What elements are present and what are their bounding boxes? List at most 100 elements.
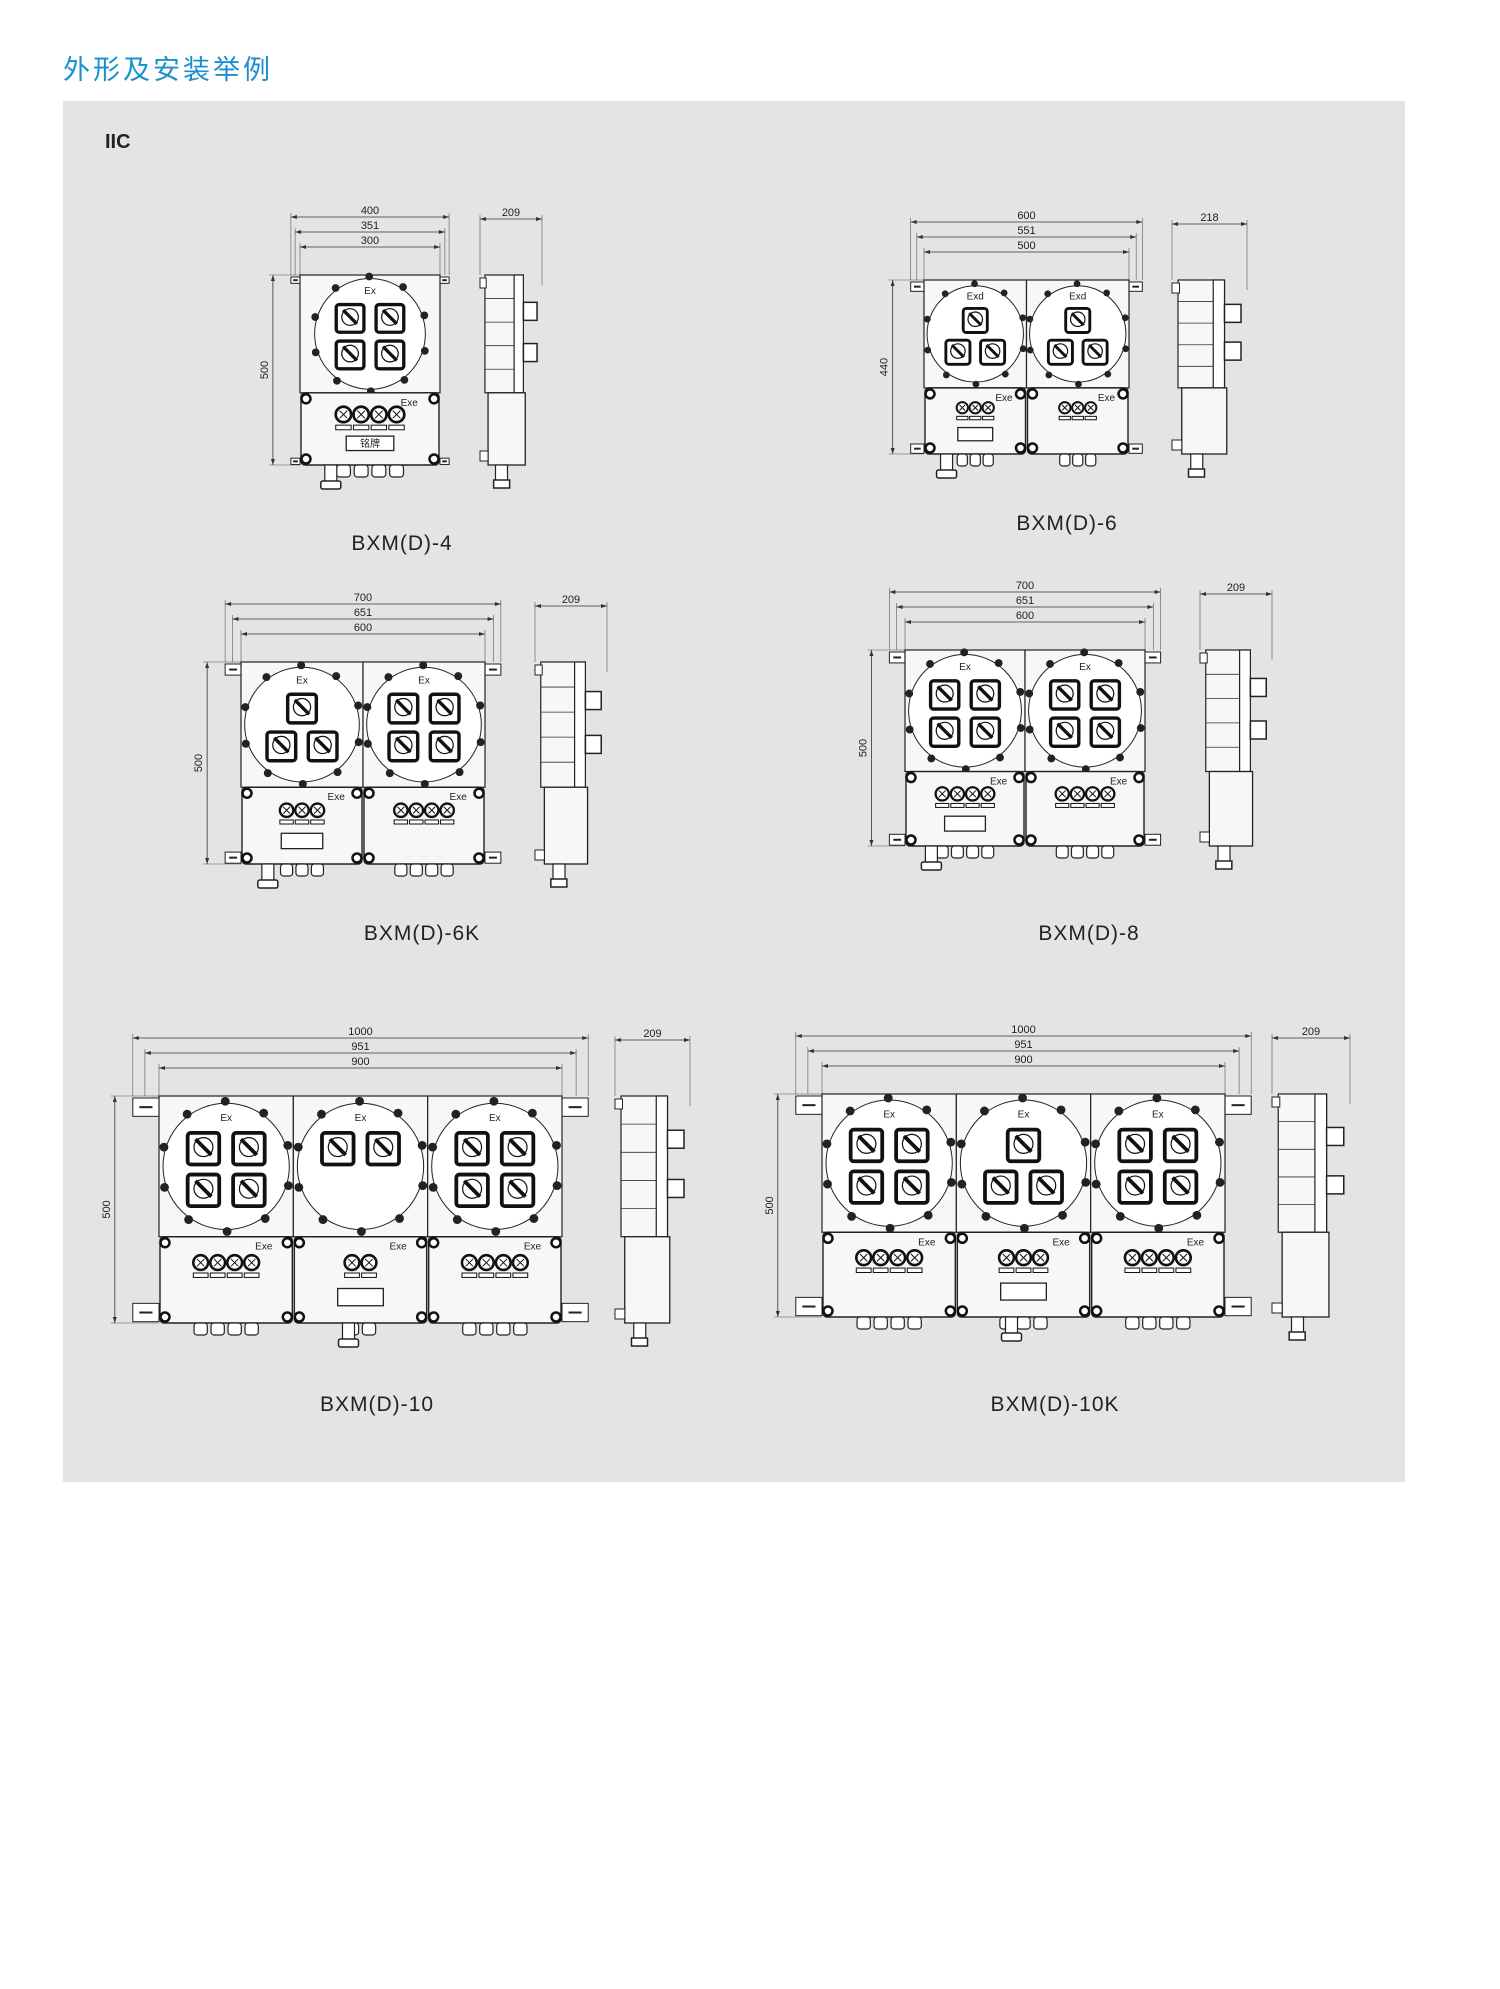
cover-bolt-icon — [455, 768, 464, 777]
cover-bolt-icon — [1114, 659, 1123, 667]
cable-entry-plug — [337, 1338, 360, 1348]
increased-safety-mark: Exe — [255, 1242, 273, 1253]
cover-bolt-icon — [1073, 280, 1081, 288]
terminal-marker — [980, 802, 995, 808]
switch-handle — [1125, 1134, 1145, 1154]
side-view-lower — [1181, 387, 1228, 455]
side-cable-plug — [550, 878, 568, 888]
terminal-cross — [392, 410, 401, 419]
cable-gland — [873, 1316, 888, 1330]
terminal-cross — [347, 1258, 357, 1267]
corner-bolt-icon — [944, 1232, 957, 1245]
terminal-cross — [1073, 790, 1082, 798]
cable-gland — [513, 1322, 528, 1336]
switch-handle — [1171, 1134, 1190, 1154]
cable-gland — [353, 464, 369, 478]
corner-bolt-icon — [1078, 1305, 1091, 1317]
explosion-proof-mark: Ex — [883, 1110, 895, 1121]
corner-bolt-icon — [428, 393, 440, 405]
terminal-marker — [872, 1267, 889, 1274]
switch-handle — [272, 736, 290, 754]
explosion-proof-mark: Ex — [489, 1113, 501, 1124]
cover-bolt-icon — [942, 371, 950, 379]
cover-bolt-icon — [981, 1211, 991, 1221]
side-cable-plug — [1187, 468, 1206, 478]
switch-handle — [1014, 1134, 1033, 1154]
terminal-cross — [374, 410, 384, 419]
corner-bolt-icon — [550, 1236, 562, 1249]
cover-bolt-icon — [1016, 687, 1025, 696]
cable-gland — [890, 1316, 905, 1330]
corner-bolt-icon — [300, 393, 312, 405]
switch-handle — [194, 1179, 213, 1199]
corner-bolt-icon — [1213, 1232, 1225, 1245]
cover-bolt-icon — [1018, 1093, 1027, 1103]
cover-bolt-icon — [1075, 380, 1082, 388]
increased-safety-mark: Exe — [1187, 1237, 1205, 1248]
cover-bolt-icon — [996, 753, 1004, 762]
increased-safety-module — [293, 1236, 428, 1324]
cover-bolt-icon — [1001, 370, 1009, 378]
cover-bolt-icon — [420, 346, 429, 355]
cover-bolt-icon — [885, 1223, 895, 1233]
cable-gland — [1016, 1316, 1031, 1330]
cover-bolt-icon — [1154, 1223, 1164, 1233]
width-dimension-value: 400 — [361, 205, 379, 217]
corner-bolt-icon — [293, 1311, 306, 1323]
switch-handle — [1125, 1176, 1145, 1195]
cover-bolt-icon — [222, 1227, 232, 1236]
terminal-marker — [982, 415, 995, 421]
terminal-marker — [1124, 1267, 1141, 1274]
switch-handle — [1171, 1176, 1190, 1195]
cover-bolt-icon — [1091, 1179, 1101, 1189]
terminal-cross — [247, 1258, 256, 1267]
cable-entry-plug — [257, 879, 279, 889]
switch-handle — [293, 698, 311, 716]
cover-bolt-icon — [354, 701, 363, 710]
width-dimension-value: 951 — [1014, 1039, 1032, 1051]
corner-bolt-icon — [427, 1236, 440, 1249]
switch-handle — [1088, 343, 1103, 359]
side-cable-entry — [1290, 1316, 1305, 1334]
cover-bolt-icon — [1080, 648, 1089, 657]
cable-gland — [1055, 845, 1069, 859]
terminal-marker — [294, 819, 310, 825]
side-switch-knob — [1223, 341, 1242, 361]
cover-bolt-icon — [1190, 1105, 1200, 1115]
corner-bolt-icon — [1014, 442, 1027, 454]
cover-bolt-icon — [845, 1106, 855, 1116]
model-label: BXM(D)-6 — [1016, 512, 1118, 535]
width-dimension-value: 900 — [1014, 1054, 1032, 1066]
terminal-marker — [192, 1272, 209, 1278]
terminal-marker — [1015, 1267, 1032, 1274]
cover-bolt-icon — [1152, 1093, 1162, 1103]
switch-handle — [381, 345, 399, 362]
side-bracket — [479, 450, 489, 462]
cable-gland — [1125, 1316, 1140, 1330]
height-dimension-value: 500 — [764, 1196, 776, 1214]
side-cable-entry — [1217, 845, 1231, 863]
cover-bolt-icon — [454, 672, 463, 681]
cover-bolt-icon — [365, 272, 374, 281]
explosion-proof-mark: Ex — [296, 675, 308, 686]
cover-bolt-icon — [1080, 1137, 1090, 1147]
switch-handle — [1036, 1176, 1056, 1195]
terminal-cross — [1087, 404, 1094, 411]
cover-bolt-icon — [452, 1215, 462, 1225]
cover-bolt-icon — [971, 280, 978, 288]
height-dimension-value: 500 — [857, 739, 869, 757]
cover-bolt-icon — [1103, 289, 1111, 297]
cable-gland — [425, 863, 439, 877]
side-bracket — [1271, 1302, 1283, 1314]
corner-bolt-icon — [159, 1236, 171, 1249]
corner-bolt-icon — [351, 852, 363, 864]
terminal-cross — [985, 404, 992, 411]
cover-bolt-icon — [357, 1227, 366, 1236]
explosion-proof-mark: Exd — [1069, 291, 1086, 302]
cable-gland — [335, 464, 351, 478]
terminal-marker — [388, 424, 405, 431]
nameplate — [280, 832, 324, 850]
cable-gland — [950, 845, 964, 859]
terminal-marker — [512, 1272, 529, 1278]
